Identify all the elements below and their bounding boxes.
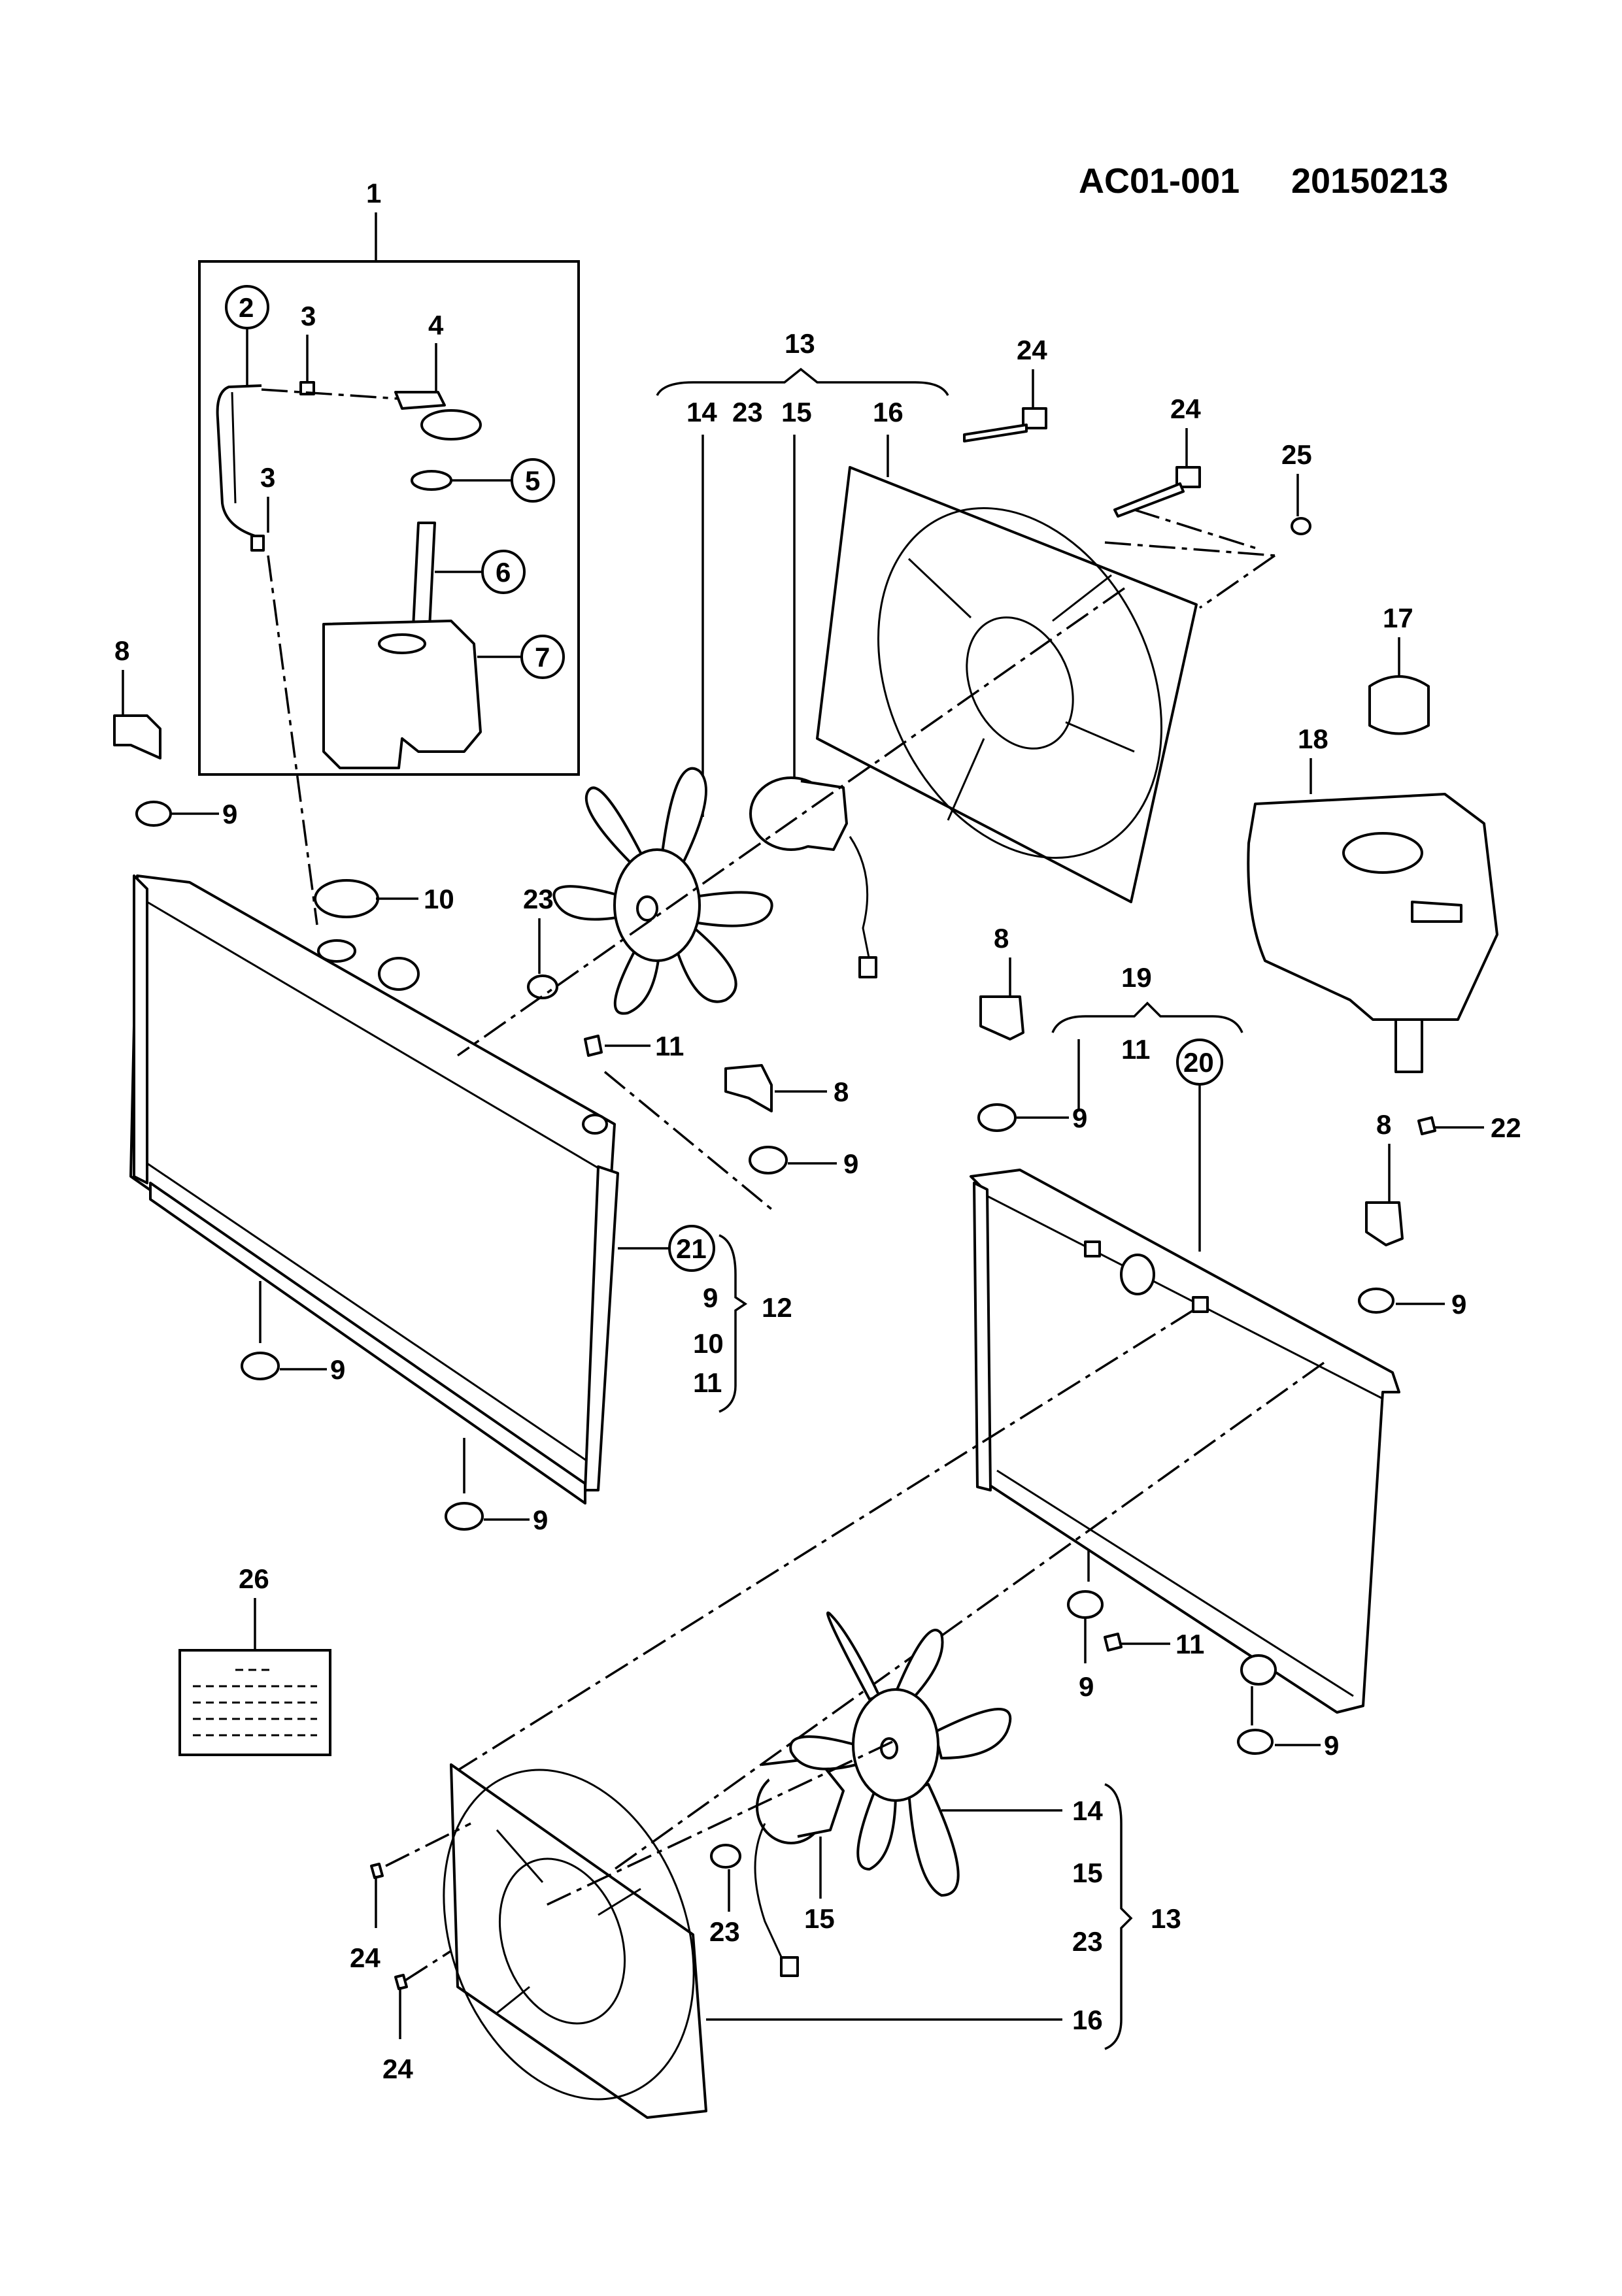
- callout-15-list: 15: [1072, 1857, 1103, 1888]
- callout-24-lower-b: 24: [382, 2054, 413, 2084]
- callout-8-middle: 8: [834, 1076, 849, 1107]
- callout-13-upper: 13: [785, 328, 815, 359]
- reserve-tank-right: 17 18: [1247, 603, 1498, 1073]
- fan-blade-icon: [552, 767, 773, 1015]
- callout-10-upper: 10: [424, 884, 454, 914]
- callout-9-lower-b: 9: [533, 1505, 548, 1535]
- callout-11-list: 11: [693, 1367, 722, 1398]
- mount-cushion-9-lower-b: [445, 1502, 484, 1531]
- callout-9-upper-left: 9: [222, 799, 237, 829]
- fan-shroud-icon: [816, 466, 1198, 903]
- callout-3-bottom: 3: [260, 462, 275, 493]
- hose-clip-bottom: [250, 535, 265, 552]
- callout-20: 20: [1183, 1047, 1214, 1078]
- callout-8-right-top: 8: [994, 923, 1009, 954]
- overflow-hose: [216, 384, 263, 544]
- callout-9-right-top: 9: [1072, 1103, 1087, 1133]
- callout-9-right-low: 9: [1079, 1671, 1094, 1702]
- radiator-left: 8 9 10 11 21 9 10 11 12: [113, 635, 792, 1535]
- callout-23-list: 23: [1072, 1926, 1103, 1957]
- callout-10-list: 10: [693, 1328, 724, 1359]
- callout-22: 22: [1491, 1112, 1521, 1143]
- callout-24-upper-b: 24: [1170, 393, 1201, 424]
- radiator-cap-10: [314, 879, 379, 918]
- radiator-right: 8 19 11 9 20 8 22 9 9: [450, 923, 1521, 1871]
- callout-26: 26: [239, 1563, 269, 1594]
- document-date: 20150213: [1291, 161, 1448, 201]
- callout-5: 5: [525, 465, 540, 496]
- callout-24-lower-a: 24: [350, 1942, 380, 1973]
- callout-15-lower: 15: [804, 1903, 835, 1934]
- callout-17: 17: [1383, 603, 1413, 633]
- callout-6: 6: [496, 557, 511, 588]
- reserve-tank-18: [1247, 793, 1498, 1021]
- hose-clip-top: [299, 381, 315, 395]
- callout-4: 4: [428, 310, 444, 341]
- callout-18: 18: [1298, 724, 1328, 754]
- bracket-8-middle: [724, 1064, 773, 1112]
- callout-7: 7: [535, 642, 550, 673]
- callout-9-middle: 9: [843, 1148, 858, 1179]
- reserve-tank-assembly: 1 2 3 4 3 5 6 7: [198, 178, 580, 776]
- fan-blade-lower: [789, 1611, 1012, 1897]
- fan-set-upper: 13 14 23 15 16 23: [456, 328, 1312, 1057]
- callout-23-lower: 23: [709, 1916, 740, 1947]
- bracket-8-left: [113, 714, 161, 759]
- callout-24-upper-a: 24: [1017, 335, 1047, 365]
- callout-2: 2: [239, 292, 254, 323]
- bracket-8-right-top: [979, 995, 1024, 1040]
- callout-9-right-bottom: 9: [1324, 1730, 1339, 1761]
- callout-9-lower-a: 9: [330, 1354, 345, 1385]
- tank-cap-hose-fitting: [394, 391, 446, 410]
- callout-15-upper: 15: [781, 397, 812, 427]
- callout-11-upper: 11: [655, 1031, 684, 1061]
- callout-3-top: 3: [301, 301, 316, 331]
- callout-19: 19: [1121, 962, 1152, 993]
- callout-14-lower: 14: [1072, 1795, 1103, 1826]
- tank-gasket: [411, 470, 452, 491]
- callout-23-mid: 23: [523, 884, 554, 914]
- callout-25: 25: [1281, 439, 1312, 470]
- callout-23-upper: 23: [732, 397, 763, 427]
- mount-middle: 8 9: [603, 1064, 858, 1210]
- callout-13-lower: 13: [1151, 1903, 1181, 1934]
- callout-16-lower: 16: [1072, 2005, 1103, 2035]
- reserve-tank-icon: [322, 620, 482, 769]
- callout-14-upper: 14: [686, 397, 717, 427]
- tank-cap-17: [1368, 675, 1430, 735]
- document-id: AC01-001: [1079, 161, 1240, 201]
- callout-21: 21: [676, 1233, 707, 1264]
- callout-9-list: 9: [703, 1282, 718, 1313]
- assembly-box: [198, 260, 580, 776]
- fan-shroud-lower: [450, 1763, 707, 2119]
- tank-cap: [420, 409, 482, 441]
- callout-9-right-mid: 9: [1451, 1289, 1466, 1320]
- mount-cushion-9-left: [135, 801, 172, 827]
- caution-label: 26: [178, 1563, 331, 1756]
- callout-8-right: 8: [1376, 1109, 1391, 1140]
- callout-16-upper: 16: [873, 397, 904, 427]
- callout-8-upper: 8: [114, 635, 129, 666]
- fan-set-lower: 23 15 24 24 14 15 23 16 13: [350, 1611, 1181, 2119]
- callout-11-right-low: 11: [1175, 1629, 1204, 1659]
- callout-11-right: 11: [1121, 1034, 1150, 1065]
- mount-cushion-9-lower-a: [241, 1352, 280, 1380]
- callout-1: 1: [366, 178, 381, 208]
- callout-12: 12: [762, 1292, 792, 1323]
- radiator-icon: [129, 874, 616, 1495]
- caution-label-icon: [178, 1649, 331, 1756]
